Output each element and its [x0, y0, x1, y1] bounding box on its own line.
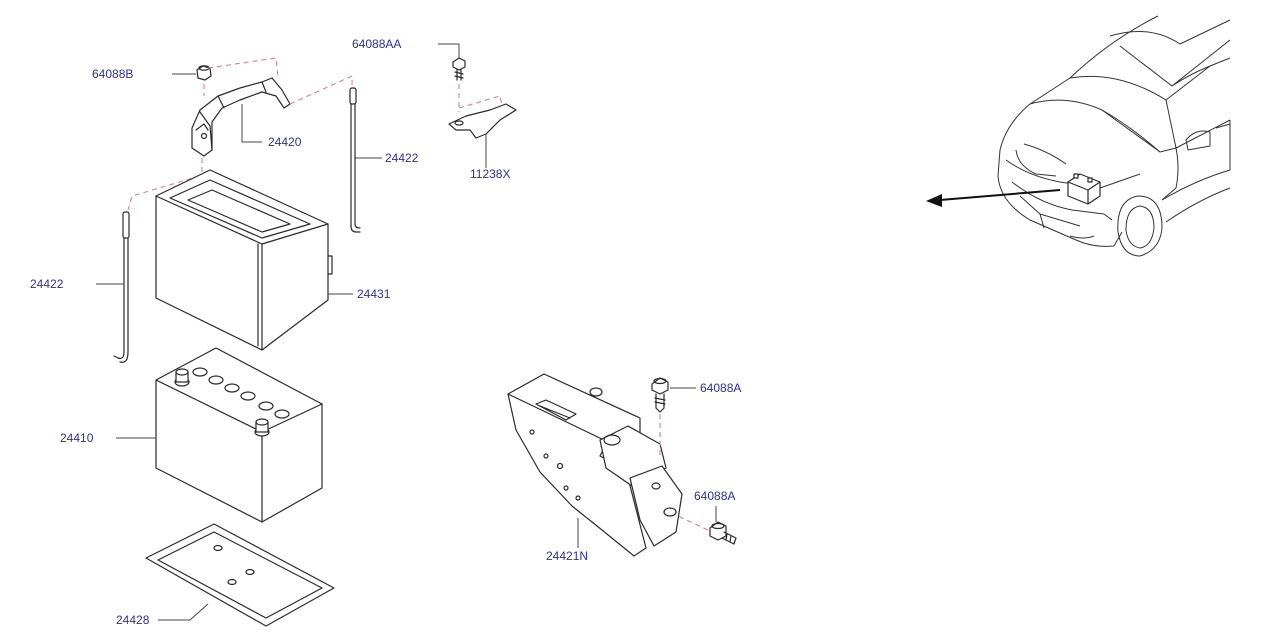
callout-24420: 24420 [268, 135, 302, 149]
callout-24421N: 24421N [546, 549, 588, 563]
guide-64088A-bottom [677, 515, 709, 531]
bolt-64088A-top [651, 377, 669, 413]
battery-hold-down-clamp-24420 [191, 77, 291, 157]
callout-24422-left: 24422 [30, 277, 64, 291]
guide-clamp-top [203, 57, 279, 96]
leader-24420 [241, 104, 262, 143]
callout-64088A-top: 64088A [700, 381, 741, 395]
guide-clamp-left [127, 158, 203, 211]
callout-64088A-bottom: 64088A [694, 489, 735, 503]
vehicle-location-view [997, 15, 1231, 257]
battery-terminal-icon [254, 418, 270, 437]
callout-11238X: 11238X [470, 167, 510, 181]
callout-64088B: 64088B [92, 67, 133, 81]
hold-down-rod-24422-left [113, 211, 130, 363]
callout-24428: 24428 [116, 613, 150, 627]
location-arrow-icon [926, 189, 1061, 207]
bolt-64088A-bottom [709, 521, 737, 545]
hold-down-rod-24422-right [349, 87, 361, 233]
battery-location-icon [1067, 173, 1101, 205]
leader-24428 [158, 603, 209, 621]
bolt-64088AA [452, 57, 466, 81]
callout-24422-right: 24422 [385, 151, 419, 165]
battery-cover-24431 [155, 169, 333, 351]
battery-bracket-24421N [507, 373, 683, 557]
callout-64088AA: 64088AA [352, 37, 401, 51]
guide-11238X [458, 95, 503, 109]
battery-terminal-icon [174, 368, 190, 387]
callout-24410: 24410 [60, 431, 94, 445]
guide-clamp-right [289, 75, 353, 105]
battery-tray-pad-24428 [145, 523, 335, 627]
callout-24431: 24431 [357, 287, 391, 301]
bracket-11238X [448, 103, 517, 139]
leader-64088AA [438, 43, 460, 58]
battery-24410 [155, 347, 323, 523]
